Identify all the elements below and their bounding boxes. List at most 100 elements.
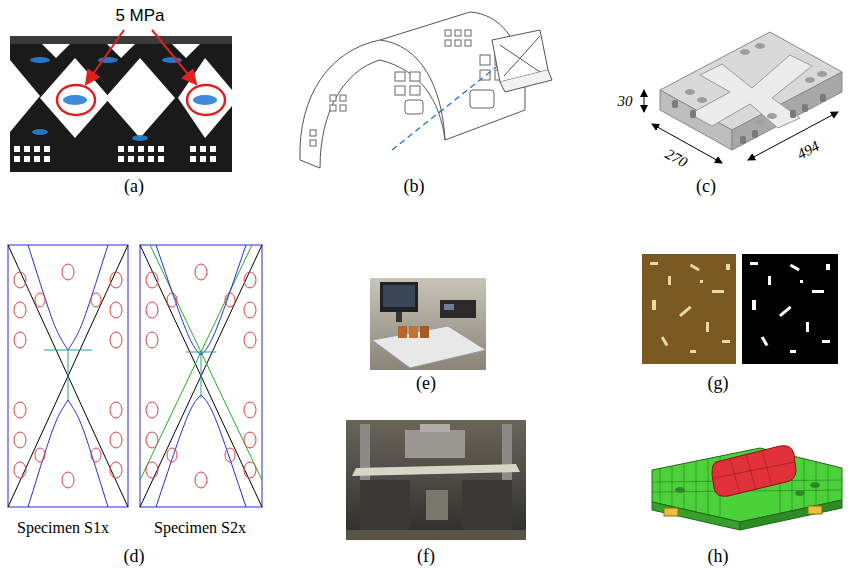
lattice-stress-plot-part-part <box>138 146 144 152</box>
lab-photo-part <box>396 312 402 322</box>
panel-sketch-part-part <box>340 105 346 111</box>
panel-sketch-part-part <box>330 105 336 111</box>
panel-sketch-part-part <box>455 40 461 46</box>
specimen-drawings-part-part <box>146 272 158 288</box>
micrograph-images-part-part <box>750 262 758 265</box>
panel-sketch-part-part <box>455 30 461 36</box>
fe-mesh-model-part-part <box>660 468 661 504</box>
specimen-drawings-part-part <box>146 332 158 348</box>
specimen-drawings-part <box>201 352 202 398</box>
panel-letter: (e) <box>416 374 436 394</box>
specimen-drawings-part-part <box>14 302 26 318</box>
specimen-drawings-part <box>140 245 262 507</box>
micrograph-images <box>642 254 838 364</box>
fe-mesh-model-part-part <box>746 454 756 490</box>
specimen-drawings-part-part <box>167 293 177 307</box>
panel-letter: (f) <box>417 547 435 567</box>
specimen-drawings-part-part <box>244 402 256 418</box>
panel-letter: (b) <box>404 177 425 197</box>
dimension-label: 494 <box>794 137 822 162</box>
specimen-drawings-part-part <box>167 448 177 462</box>
lab-photo-part <box>444 304 454 310</box>
lattice-stress-plot-part-part <box>210 146 216 152</box>
specimen-drawings-part-part <box>110 302 122 318</box>
micrograph-images-part-part <box>712 290 724 293</box>
lattice-stress-plot-part-part <box>32 129 48 135</box>
lattice-stress-plot-part-part <box>63 95 87 105</box>
specimen-drawings-part <box>140 245 262 507</box>
specimen-drawings-part-part <box>110 332 122 348</box>
lattice-stress-plot-part-part <box>172 44 200 58</box>
micrograph-images-part-part <box>652 300 656 310</box>
lattice-stress-plot-part-part <box>132 135 148 141</box>
test-rig-photo-part <box>405 430 465 458</box>
fe-mesh-model-part <box>810 482 820 488</box>
micrograph-images-part-part <box>826 264 830 270</box>
specimen-3d-model-part-part <box>755 43 765 49</box>
fe-mesh-model-part-part <box>684 463 685 509</box>
lattice-stress-plot-part-part <box>190 156 196 162</box>
specimen-3d-model-part-part <box>690 110 696 118</box>
lab-photo <box>370 278 486 370</box>
panel-sketch-part-part <box>395 86 405 95</box>
fe-mesh-model-part-part <box>730 458 740 494</box>
specimen-drawings-part <box>8 245 128 507</box>
specimen-3d-model-part <box>748 112 838 160</box>
lattice-stress-plot-part-part <box>10 60 40 132</box>
specimen-drawings-part-part <box>14 432 26 448</box>
lattice-stress-plot-part-part <box>158 146 164 152</box>
panel-letter: (d) <box>124 547 145 567</box>
micrograph-images-part-part <box>690 350 696 353</box>
lattice-stress-plot-part <box>187 85 225 115</box>
specimen-drawings-part-part <box>110 462 122 478</box>
specimen-drawings-part-part <box>244 332 256 348</box>
specimen-drawings-part <box>140 245 252 480</box>
panel-sketch-part-part <box>405 100 423 114</box>
micrograph-images-part-part <box>768 276 771 285</box>
lab-photo-part <box>409 326 418 338</box>
specimen-drawings <box>8 245 262 507</box>
lattice-stress-plot-part-part <box>40 58 110 138</box>
specimen-drawings-part-part <box>35 293 45 307</box>
lattice-stress-plot-part-part <box>118 146 124 152</box>
micrograph-images-part-part <box>722 340 730 343</box>
micrograph-images-part-part <box>752 300 756 310</box>
test-rig-photo-part <box>346 530 526 540</box>
lattice-stress-plot-part-part <box>148 156 154 162</box>
panel-sketch-part <box>380 40 445 140</box>
micrograph-images-part-part <box>822 340 830 343</box>
lattice-stress-plot-part-part <box>42 44 70 58</box>
fe-mesh-model-part <box>795 490 805 496</box>
lattice-stress-plot-part-part <box>14 146 20 152</box>
lattice-stress-plot-part-part <box>200 146 206 152</box>
micrograph-images-part-part <box>779 306 792 317</box>
lab-photo-part <box>440 300 476 318</box>
specimen-name: Specimen S1x <box>17 519 109 537</box>
specimen-3d-model-part <box>644 90 645 112</box>
panel-sketch-part-part <box>410 86 420 95</box>
panel-sketch-part-part <box>445 30 451 36</box>
specimen-3d-model-part-part <box>790 110 796 118</box>
lattice-stress-plot-part-part <box>105 58 175 138</box>
fe-mesh-model <box>652 446 842 530</box>
lattice-stress-plot-part-part <box>148 146 154 152</box>
specimen-drawings-part-part <box>14 402 26 418</box>
lattice-stress-plot-part <box>10 36 232 172</box>
specimen-drawings-part-part <box>91 293 101 307</box>
panel-sketch-part-part <box>410 72 420 81</box>
specimen-3d-model-part-part <box>740 49 750 55</box>
panel-sketch-part-part <box>310 130 316 136</box>
specimen-3d-model-part-part <box>817 71 827 77</box>
panel-letter: (g) <box>708 374 729 394</box>
fe-mesh-model-part <box>712 446 796 497</box>
test-rig-photo-part <box>360 480 410 538</box>
panel-letter: (a) <box>124 177 144 197</box>
panel-letter: (c) <box>696 177 716 197</box>
panel-sketch-part-part <box>465 30 471 36</box>
specimen-3d-model-part-part <box>697 97 707 103</box>
specimen-drawings-part <box>8 245 128 507</box>
specimen-3d-model-part <box>672 94 826 144</box>
lattice-stress-plot-part-part <box>178 58 232 138</box>
specimen-3d-model-part-part <box>752 130 758 138</box>
